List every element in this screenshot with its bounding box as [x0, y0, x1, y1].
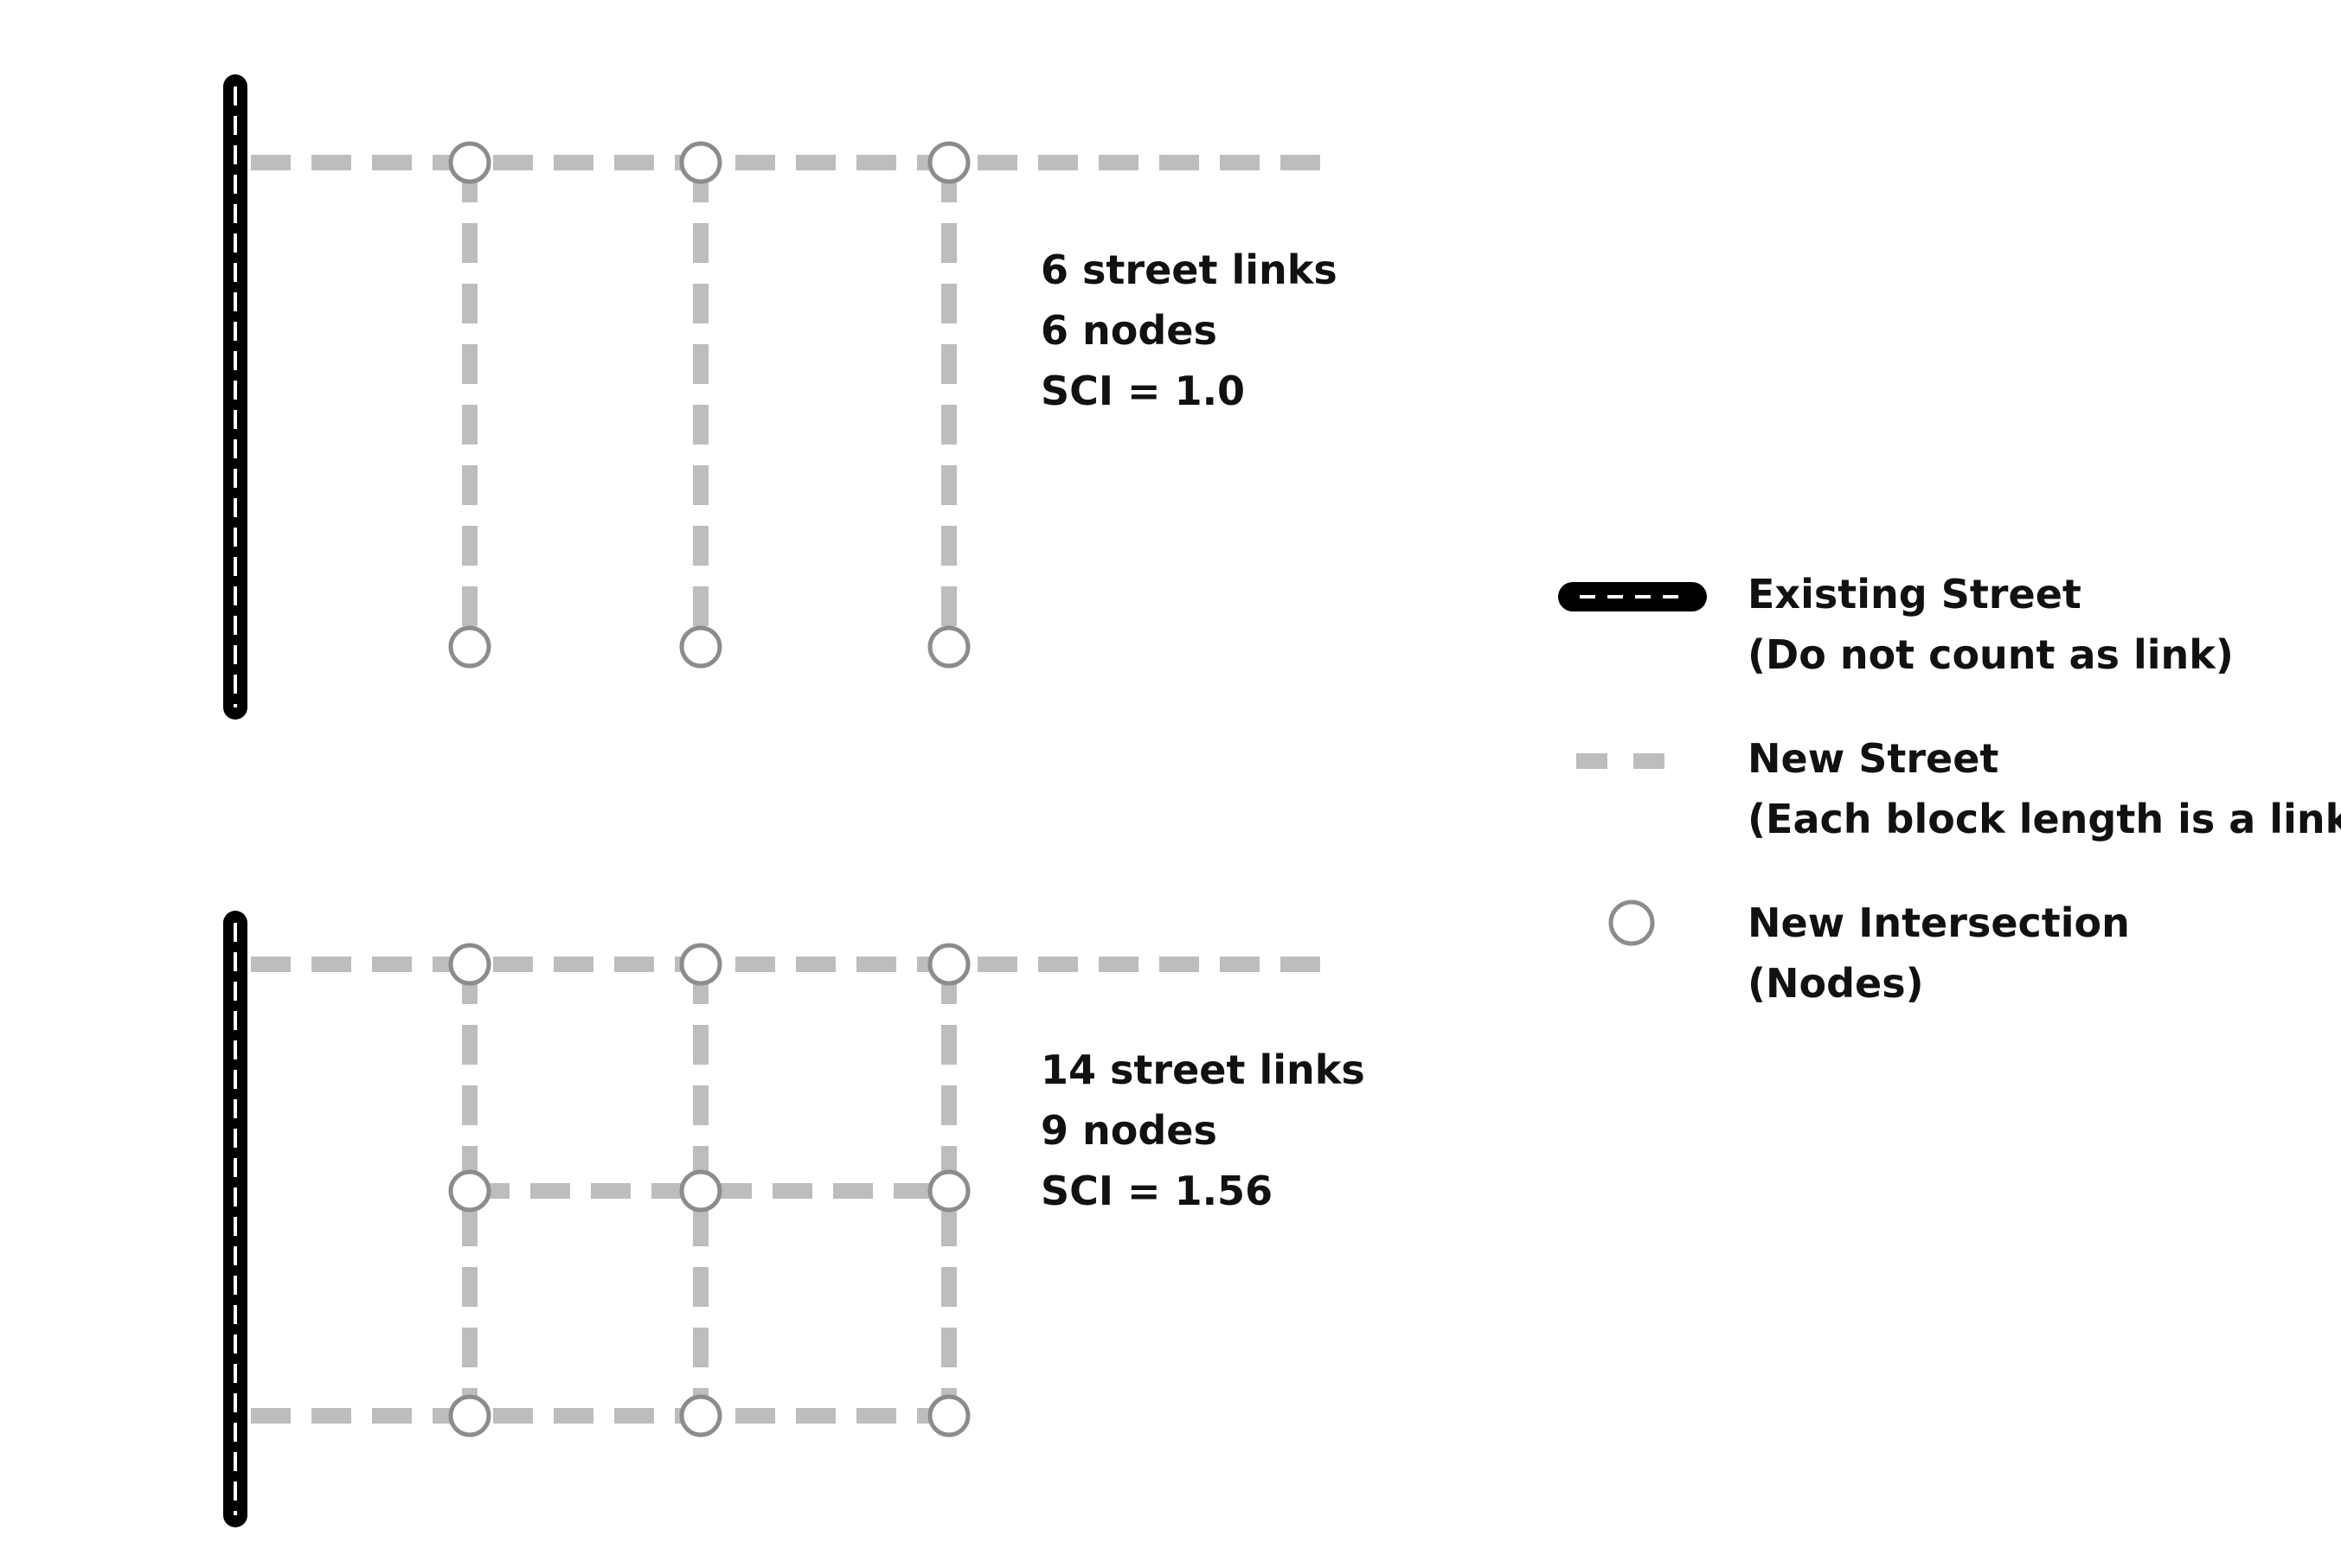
bottom-panel: 14 street links 9 nodes SCI = 1.56 [223, 911, 1365, 1527]
intersection-node [679, 1394, 722, 1437]
bottom-sci-text: SCI = 1.56 [1041, 1168, 1273, 1214]
intersection-node [448, 625, 491, 669]
intersection-node [679, 625, 722, 669]
legend-new-street-title: New Street [1748, 735, 1998, 782]
intersection-node [448, 1394, 491, 1437]
legend-new-intersection-note: (Nodes) [1748, 960, 1924, 1007]
legend-new-intersection-title: New Intersection [1748, 899, 2130, 946]
intersection-node [927, 1394, 971, 1437]
legend-new-street-note: (Each block length is a link) [1748, 796, 2341, 842]
intersection-node [679, 943, 722, 986]
intersection-node [448, 1169, 491, 1213]
legend-existing-street-title: Existing Street [1748, 571, 2081, 618]
legend-node-swatch [1608, 899, 1655, 946]
intersection-node [927, 141, 971, 184]
intersection-node [679, 141, 722, 184]
intersection-node [927, 943, 971, 986]
legend: Existing Street (Do not count as link) N… [1558, 571, 2341, 1007]
intersection-node [448, 943, 491, 986]
bottom-nodes-text: 9 nodes [1041, 1107, 1217, 1154]
intersection-node [679, 1169, 722, 1213]
top-street-links-text: 6 street links [1041, 246, 1337, 293]
intersection-node [448, 141, 491, 184]
intersection-node [927, 625, 971, 669]
top-nodes-text: 6 nodes [1041, 307, 1217, 354]
top-panel: 6 street links 6 nodes SCI = 1.0 [223, 74, 1337, 720]
bottom-street-links-text: 14 street links [1041, 1046, 1365, 1093]
top-sci-text: SCI = 1.0 [1041, 368, 1245, 414]
legend-existing-street-note: (Do not count as link) [1748, 631, 2234, 678]
intersection-node [927, 1169, 971, 1213]
